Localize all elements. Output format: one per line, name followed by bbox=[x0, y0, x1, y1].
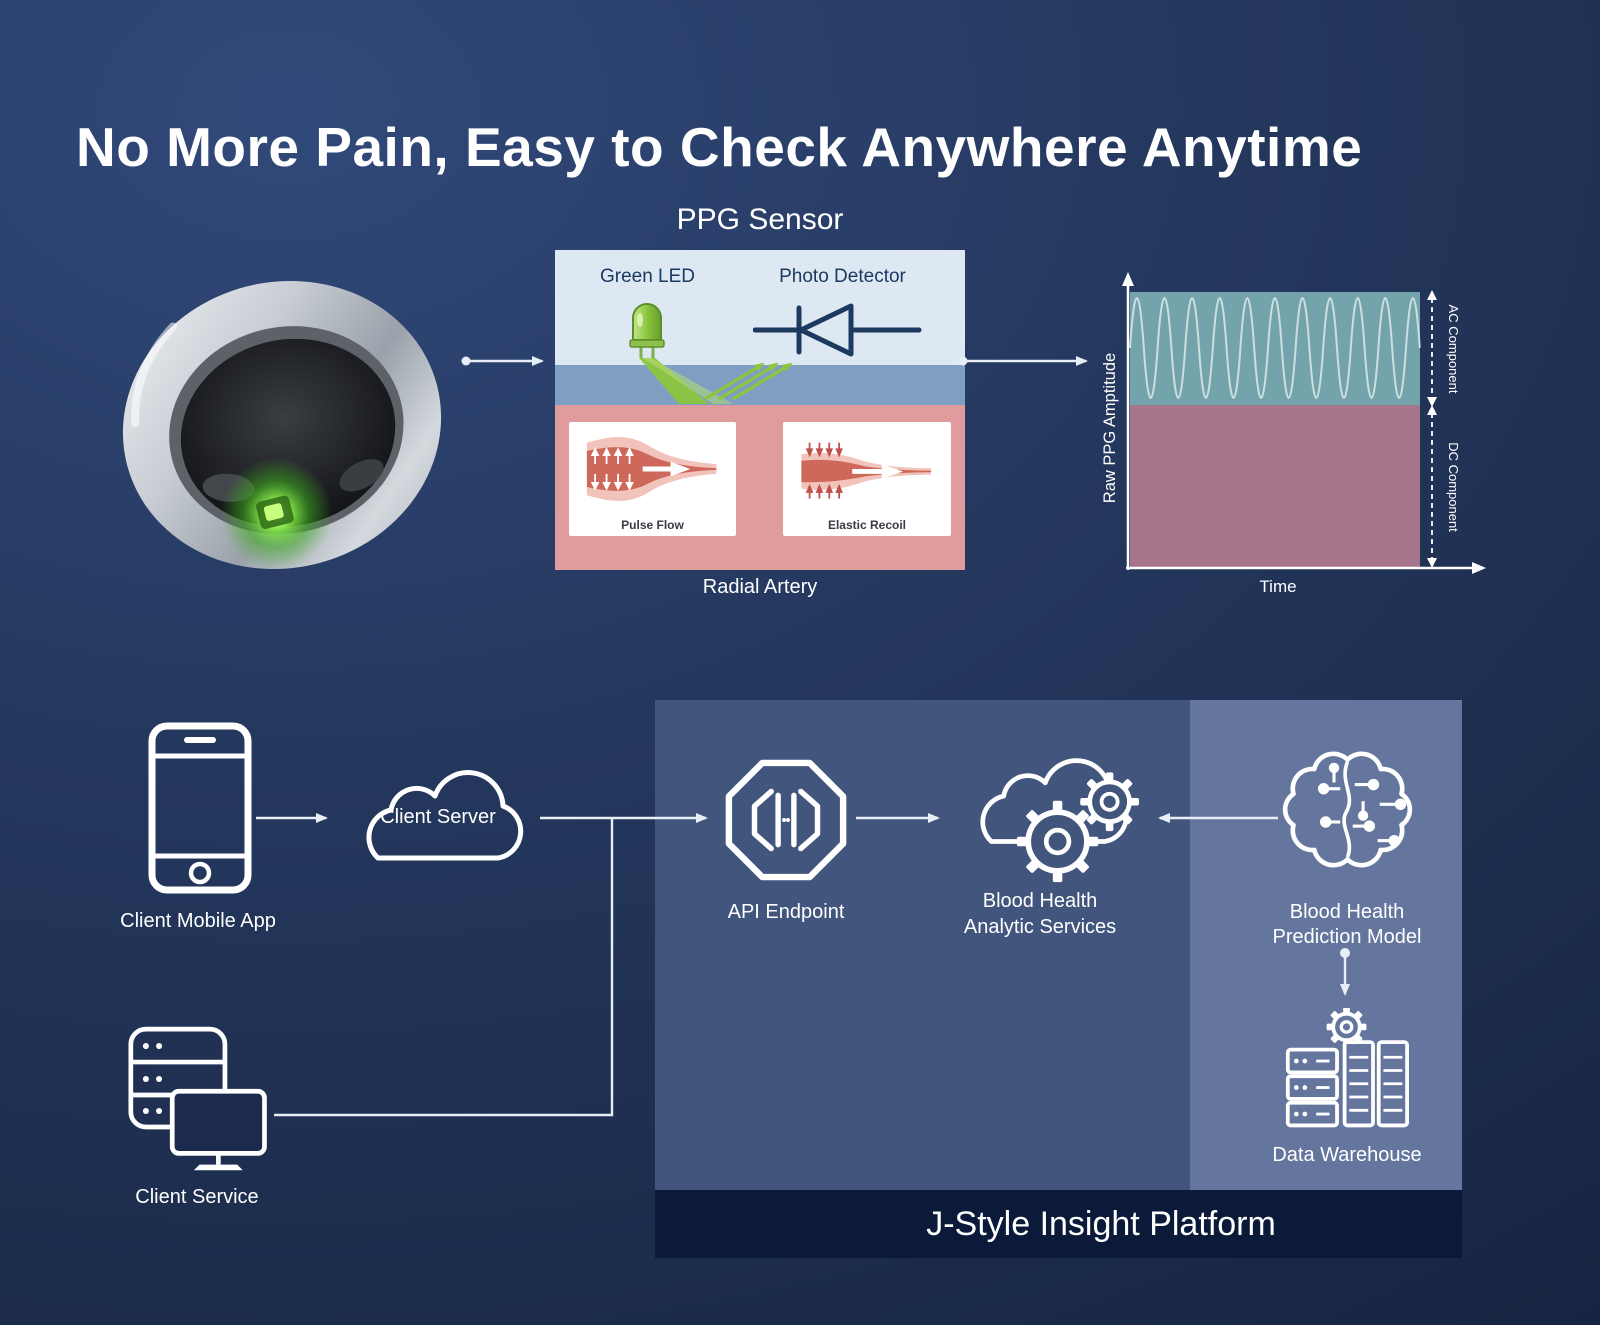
chart-x-axis-label: Time bbox=[1259, 577, 1297, 596]
page-title: No More Pain, Easy to Check Anywhere Any… bbox=[76, 115, 1363, 178]
api-endpoint-icon bbox=[725, 759, 847, 881]
client-service-label: Client Service bbox=[135, 1186, 259, 1208]
green-led-label: Green LED bbox=[599, 266, 696, 287]
big-gear-icon bbox=[1016, 800, 1099, 883]
analytics-cloud-gears-icon bbox=[980, 758, 1139, 883]
photo-detector-label: Photo Detector bbox=[779, 266, 906, 287]
prediction-label-line1: Blood Health bbox=[1289, 901, 1405, 923]
chart-y-axis-label: Raw PPG Amptitude bbox=[1101, 352, 1119, 504]
dc-band-region bbox=[1130, 405, 1420, 568]
smart-ring-image bbox=[122, 280, 442, 571]
client-service-icon bbox=[128, 1026, 267, 1171]
small-gear-icon bbox=[1080, 772, 1139, 832]
photo-detector-icon bbox=[753, 303, 922, 357]
analytics-label-line2: Analytic Services bbox=[963, 916, 1117, 938]
platform-title-bar bbox=[655, 1190, 1462, 1258]
ppg-sensor-heading: PPG Sensor bbox=[676, 203, 844, 236]
api-endpoint-label: API Endpoint bbox=[727, 901, 845, 923]
data-warehouse-label: Data Warehouse bbox=[1272, 1144, 1422, 1166]
data-warehouse-icon bbox=[1285, 1008, 1409, 1128]
monitor-icon bbox=[169, 1088, 267, 1156]
elastic-recoil-caption: Elastic Recoil bbox=[827, 518, 907, 532]
ppg-waveform-chart bbox=[1122, 272, 1486, 574]
client-mobile-app-label: Client Mobile App bbox=[120, 910, 276, 932]
ac-component-label: AC Component bbox=[1446, 304, 1461, 394]
platform-title: J-Style Insight Platform bbox=[926, 1205, 1276, 1243]
green-led-icon bbox=[629, 303, 665, 358]
ppg-sensor-diagram: Green LED Photo Detector bbox=[555, 250, 965, 570]
warehouse-gear-icon bbox=[1326, 1008, 1367, 1047]
pulse-flow-artery-icon bbox=[586, 437, 717, 501]
dc-component-label: DC Component bbox=[1446, 442, 1461, 532]
prediction-label-line2: Prediction Model bbox=[1272, 926, 1422, 948]
radial-artery-label: Radial Artery bbox=[702, 576, 818, 598]
pulse-flow-figure: Pulse Flow bbox=[569, 422, 736, 536]
sensor-housing-layer bbox=[555, 250, 965, 365]
ppg-signal-wave bbox=[1129, 297, 1421, 399]
pulse-flow-caption: Pulse Flow bbox=[621, 518, 684, 532]
mobile-phone-icon bbox=[148, 722, 252, 894]
skin-layer bbox=[555, 365, 965, 405]
ac-band-region bbox=[1130, 292, 1420, 405]
analytics-label-line1: Blood Health bbox=[982, 890, 1098, 912]
client-server-label: Client Server bbox=[380, 806, 496, 828]
brain-circuit-icon bbox=[1282, 751, 1413, 868]
elastic-recoil-artery-icon bbox=[801, 442, 931, 499]
elastic-recoil-figure: Elastic Recoil bbox=[783, 422, 951, 536]
light-beam-graphic bbox=[639, 358, 793, 404]
